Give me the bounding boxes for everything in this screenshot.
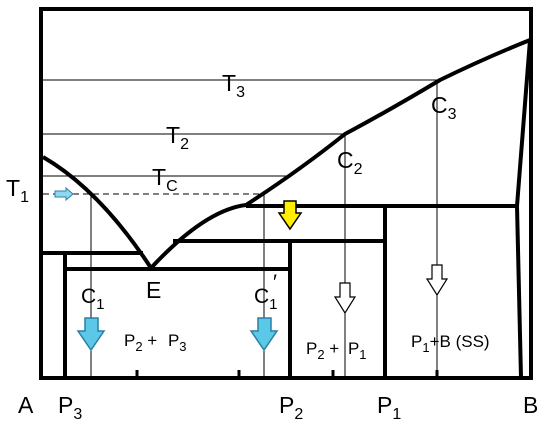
solvus-b bbox=[514, 39, 532, 379]
label-tc: TC bbox=[152, 164, 178, 195]
label-e: E bbox=[146, 277, 161, 303]
label-c1-prime-mark: ′ bbox=[273, 271, 277, 294]
right-arrow-icon-small bbox=[54, 186, 74, 202]
label-t2: T2 bbox=[166, 122, 189, 153]
label-p2: P2 bbox=[279, 392, 303, 423]
label-c1-prime: C1 bbox=[254, 285, 278, 313]
liquidus-right bbox=[149, 38, 531, 270]
label-b: B bbox=[523, 392, 538, 418]
label-p3: P3 bbox=[58, 392, 82, 423]
down-arrow-icon-yellow bbox=[277, 200, 303, 231]
label-a: A bbox=[18, 392, 34, 418]
down-arrow-icon-cyan-left bbox=[76, 317, 106, 352]
label-c2: C2 bbox=[337, 147, 363, 178]
label-c1: C1 bbox=[81, 285, 105, 313]
liquidus-left bbox=[41, 155, 153, 270]
region-label-middle: P2 + P1 bbox=[306, 339, 367, 362]
label-t3: T3 bbox=[222, 70, 245, 101]
down-arrow-icon-hollow-middle bbox=[333, 282, 357, 315]
down-arrow-icon-hollow-right bbox=[425, 264, 449, 297]
region-label-right: P1+B (SS) bbox=[411, 332, 490, 355]
diagram-frame bbox=[39, 7, 533, 380]
region-label-left: P2 + P3 bbox=[124, 331, 187, 354]
label-t1: T1 bbox=[6, 175, 29, 206]
label-c3: C3 bbox=[431, 92, 457, 123]
label-p1: P1 bbox=[377, 392, 401, 423]
down-arrow-icon-cyan-right bbox=[249, 317, 279, 352]
